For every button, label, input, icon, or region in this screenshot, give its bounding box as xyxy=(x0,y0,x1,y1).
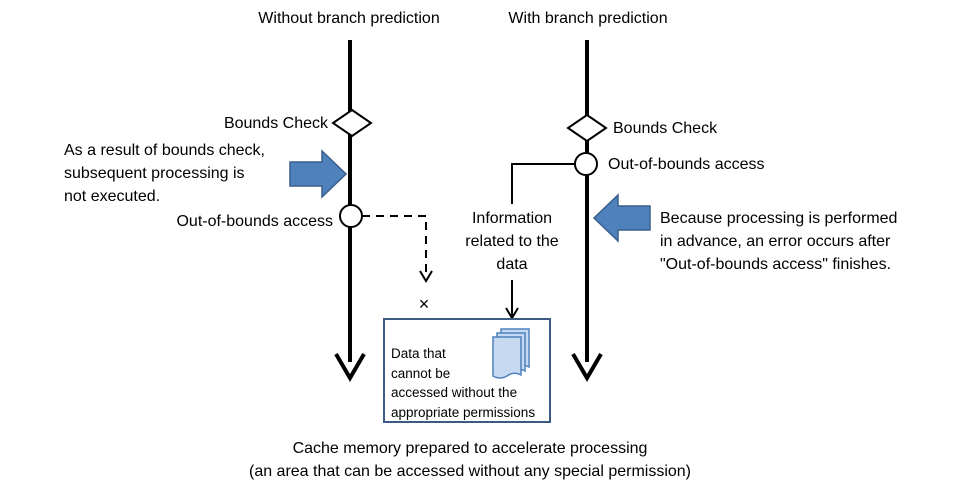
cache-box-line: Data that xyxy=(391,346,446,361)
right-column-title: With branch prediction xyxy=(508,10,668,27)
left-column-title: Without branch prediction xyxy=(258,10,440,27)
info-to-cache-arrow xyxy=(505,280,519,320)
right-bounds-check-diamond xyxy=(566,113,608,143)
left-block-arrow xyxy=(289,149,348,199)
left-out-of-bounds-node xyxy=(339,204,363,228)
left-blocked-path xyxy=(362,215,433,283)
right-out-of-bounds-label: Out-of-bounds access xyxy=(608,156,765,173)
cache-box-line: accessed without the xyxy=(391,385,518,400)
cache-memory-box: Data that cannot be accessed without the… xyxy=(383,318,551,423)
cache-caption: Cache memory prepared to accelerate proc… xyxy=(180,437,760,483)
left-note-line: As a result of bounds check, xyxy=(64,142,265,159)
blocked-x-mark: × xyxy=(418,294,430,314)
right-out-of-bounds-node xyxy=(574,152,598,176)
info-label-line: related to the xyxy=(465,233,559,250)
cache-box-line: appropriate permissions xyxy=(391,404,536,420)
cache-box-text: Data that cannot be accessed without the… xyxy=(391,344,535,422)
cache-caption-line: (an area that can be accessed without an… xyxy=(248,463,691,480)
right-note: Because processing is performed in advan… xyxy=(660,207,950,276)
right-block-arrow xyxy=(592,193,651,243)
cache-caption-line: Cache memory prepared to accelerate proc… xyxy=(292,440,648,457)
document-stack-icon xyxy=(492,328,530,379)
left-note: As a result of bounds check, subsequent … xyxy=(64,139,294,208)
info-label: Information related to the data xyxy=(446,207,578,276)
left-note-line: subsequent processing is xyxy=(64,165,245,182)
right-note-line: Because processing is performed xyxy=(660,210,898,227)
right-note-line: in advance, an error occurs after xyxy=(660,233,891,250)
left-note-line: not executed. xyxy=(64,188,161,205)
right-info-connector xyxy=(511,163,575,204)
left-timeline xyxy=(334,40,366,382)
info-label-line: data xyxy=(496,256,528,273)
cache-box-line: cannot be xyxy=(391,365,451,381)
left-bounds-check-diamond xyxy=(331,108,373,138)
left-out-of-bounds-label: Out-of-bounds access xyxy=(176,213,333,230)
info-label-line: Information xyxy=(471,210,553,227)
left-bounds-check-label: Bounds Check xyxy=(223,115,328,132)
right-note-line: "Out-of-bounds access" finishes. xyxy=(660,256,892,273)
right-timeline xyxy=(571,40,603,382)
right-bounds-check-label: Bounds Check xyxy=(613,120,718,137)
